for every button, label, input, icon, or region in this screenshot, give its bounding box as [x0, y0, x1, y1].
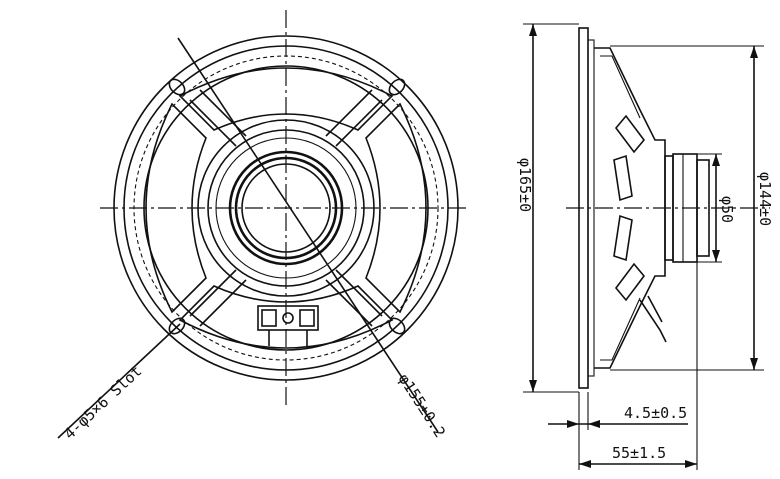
mounting-slot-label: 4-φ5×6 Slot — [60, 362, 145, 443]
spoke-bottom-right — [325, 269, 383, 327]
outer-diameter-leader-line — [177, 37, 439, 433]
mounting-bolt-circle — [133, 55, 439, 361]
side-window-mid-top — [613, 154, 633, 202]
basket-inner-profile — [600, 55, 641, 361]
side-terminal-lead — [639, 295, 667, 343]
frame-outer-edge — [113, 35, 459, 381]
terminal-block — [257, 305, 319, 346]
mounting-slot-leader-line — [57, 323, 181, 439]
flange-thickness-arrow-left — [567, 420, 579, 428]
dust-cap — [241, 163, 331, 253]
depth-arrow-right — [685, 460, 697, 468]
frame-diameter-arrow-bottom — [529, 380, 537, 392]
flange-thickness-label: 4.5±0.5 — [624, 404, 687, 422]
mounting-slot-bottom-right — [388, 317, 406, 335]
frame-rim — [123, 45, 449, 371]
front-view: 4-φ5×6 Slot φ155±0.2 — [57, 10, 470, 443]
voice-coil-outer — [228, 150, 344, 266]
flange-thickness-arrow-right — [588, 420, 600, 428]
cutout-diameter-label: φ144±0 — [756, 172, 774, 226]
pole-piece — [696, 159, 710, 257]
basket-window-right — [365, 102, 427, 314]
basket-window-left — [145, 102, 207, 314]
spoke-top-right — [325, 89, 383, 147]
spoke-bottom-left — [189, 269, 247, 327]
gasket — [587, 39, 595, 377]
frame-diameter-arrow-top — [529, 24, 537, 36]
depth-arrow-left — [579, 460, 591, 468]
magnet-diameter-label: φ50 — [718, 196, 736, 223]
magnet-housing — [207, 129, 365, 287]
cutout-diameter-arrow-bottom — [750, 358, 758, 370]
magnet-diameter-arrow-bottom — [712, 250, 720, 262]
voice-coil-inner — [234, 156, 338, 260]
terminal-left — [261, 309, 277, 327]
side-window-top — [614, 114, 646, 154]
magnet-diameter-arrow-top — [712, 154, 720, 166]
terminal-rivet — [282, 312, 294, 324]
basket-window-top — [178, 67, 394, 131]
side-view: φ165±0 φ144±0 φ50 4.5±0.5 55±1.5 — [516, 23, 774, 470]
mounting-slot-top-left — [168, 78, 186, 96]
basket-window-bottom — [178, 285, 394, 349]
mounting-slot-top-right — [388, 78, 406, 96]
cutout-diameter-arrow-top — [750, 46, 758, 58]
terminal-plate — [257, 305, 319, 331]
side-window-bottom — [614, 262, 646, 302]
side-window-mid-bottom — [613, 214, 633, 262]
frame-inner-edge — [143, 65, 429, 351]
magnet-outer-ring — [197, 119, 375, 297]
frame-diameter-label: φ165±0 — [516, 158, 534, 212]
top-plate — [215, 137, 357, 279]
terminal-right — [299, 309, 315, 327]
outer-diameter-label: φ155±0.2 — [395, 370, 449, 440]
depth-label: 55±1.5 — [612, 444, 666, 462]
